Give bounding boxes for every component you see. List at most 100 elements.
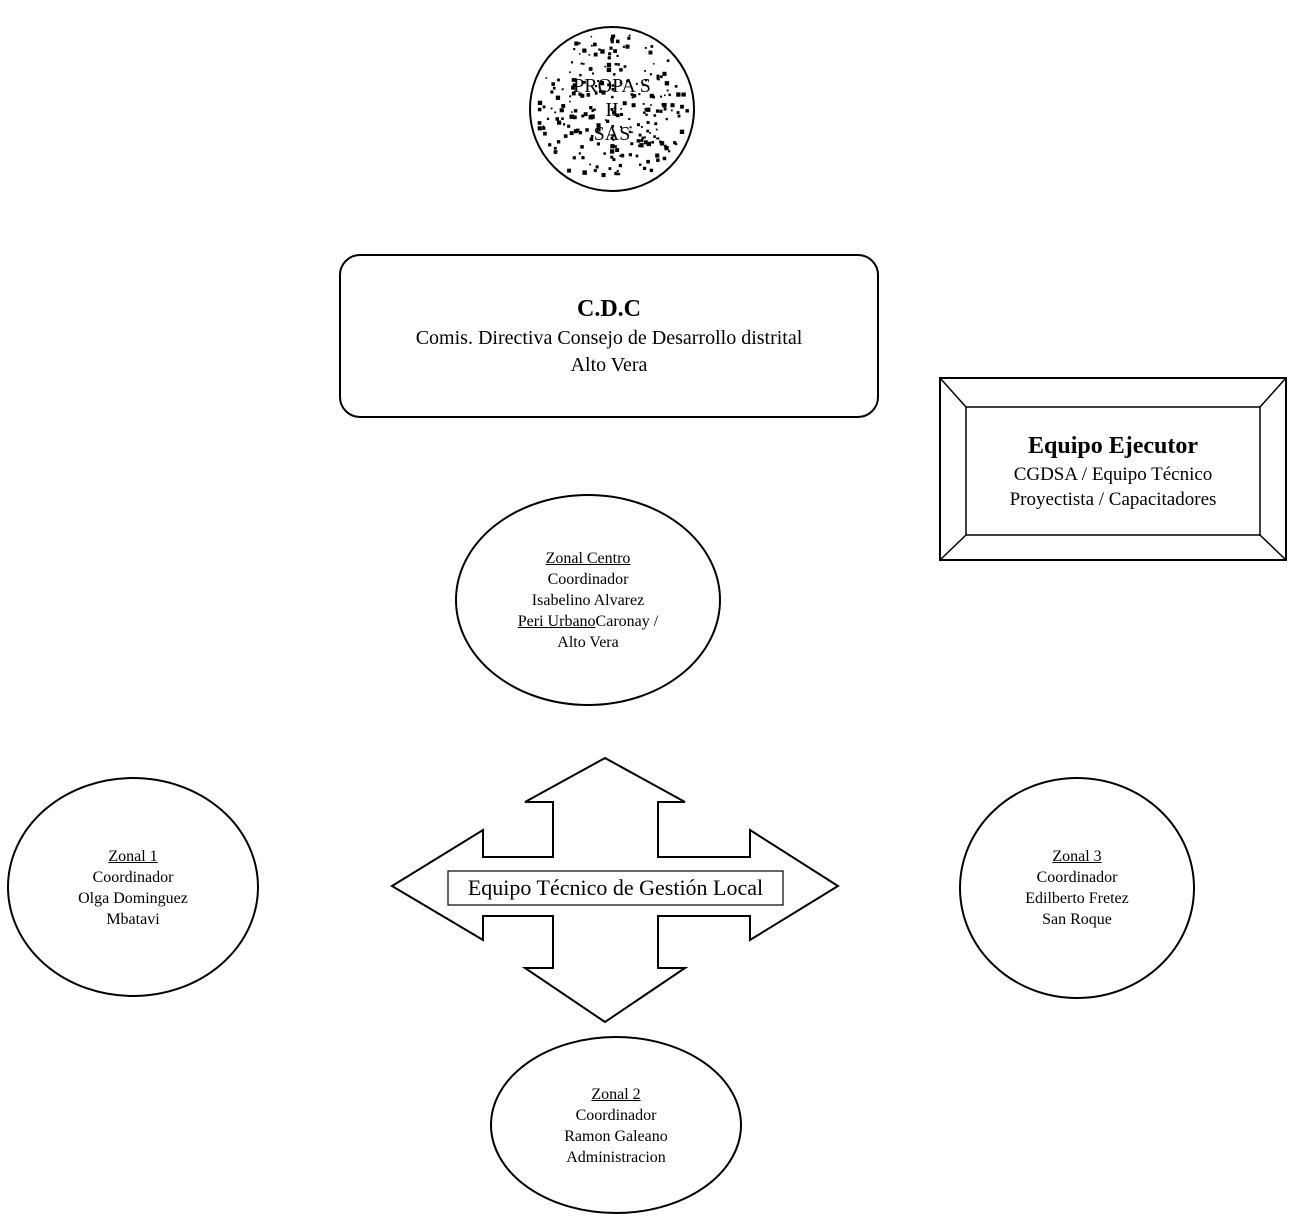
logo-speckle bbox=[618, 163, 622, 168]
logo-speckle bbox=[655, 109, 660, 113]
logo-speckle bbox=[663, 107, 667, 111]
logo-speckle bbox=[593, 42, 597, 47]
logo-speckle bbox=[556, 140, 561, 144]
zonal-1-area: Mbatavi bbox=[106, 911, 160, 928]
logo-speckle bbox=[632, 94, 637, 98]
logo-speckle bbox=[616, 54, 619, 57]
logo-speckle bbox=[642, 103, 645, 105]
logo-speckle bbox=[542, 105, 546, 109]
logo-speckle bbox=[622, 45, 625, 48]
zonal-2-name: Ramon Galeano bbox=[564, 1128, 668, 1145]
logo-speckle bbox=[596, 123, 601, 128]
logo-speckle bbox=[638, 133, 642, 137]
equipo-ejecutor-box: Equipo Ejecutor CGDSA / Equipo Técnico P… bbox=[966, 407, 1260, 535]
logo-speckle bbox=[639, 143, 644, 148]
logo-speckle bbox=[645, 113, 648, 116]
logo-speckle bbox=[679, 129, 685, 134]
logo-speckle bbox=[653, 135, 656, 138]
logo-speckle bbox=[653, 63, 655, 65]
logo-speckle bbox=[646, 107, 651, 112]
logo-speckle bbox=[583, 80, 586, 84]
logo-speckle bbox=[649, 93, 654, 98]
logo-speckle bbox=[676, 111, 680, 114]
logo-speckle bbox=[644, 79, 648, 82]
logo-speckle bbox=[640, 126, 643, 128]
logo-speckle bbox=[674, 85, 678, 88]
zonal-1-ellipse bbox=[7, 777, 259, 997]
logo-speckle bbox=[554, 111, 557, 114]
logo-speckle bbox=[606, 67, 612, 73]
logo-speckle bbox=[657, 137, 660, 140]
logo-speckle bbox=[612, 110, 616, 115]
equipo-ejecutor-line-2: Proyectista / Capacitadores bbox=[1009, 489, 1217, 510]
logo-speckle bbox=[643, 111, 646, 114]
logo-speckle bbox=[585, 128, 589, 132]
logo-speckle bbox=[578, 131, 582, 135]
zonal-centro-heading: Zonal Centro bbox=[545, 549, 631, 567]
logo-speckle bbox=[589, 106, 593, 110]
logo-speckle bbox=[579, 53, 581, 55]
logo-speckle bbox=[601, 90, 606, 95]
cdc-title: C.D.C bbox=[577, 296, 641, 322]
logo-speckle bbox=[581, 114, 585, 118]
logo-speckle bbox=[555, 95, 561, 100]
logo-speckle bbox=[662, 103, 667, 108]
logo-speckle bbox=[664, 146, 669, 151]
logo-speckle bbox=[600, 81, 605, 86]
logo-speckle bbox=[581, 156, 585, 160]
logo-speckle bbox=[639, 163, 642, 166]
logo-speckle bbox=[611, 95, 614, 99]
logo-text-block: PROPA S II SAS bbox=[548, 55, 676, 165]
logo-speckle bbox=[625, 44, 630, 49]
logo-speckle bbox=[612, 158, 616, 162]
logo-speckle bbox=[612, 139, 615, 141]
logo-speckle bbox=[595, 165, 599, 169]
zonal-3-heading: Zonal 3 bbox=[1052, 848, 1102, 865]
logo-speckle bbox=[545, 77, 548, 79]
logo-speckle bbox=[611, 134, 614, 137]
logo-speckle bbox=[567, 124, 571, 128]
logo-speckle bbox=[582, 63, 585, 65]
logo-speckle bbox=[659, 141, 665, 146]
zonal-1-heading: Zonal 1 bbox=[108, 848, 158, 865]
logo-speckle bbox=[643, 166, 647, 170]
logo-speckle bbox=[640, 139, 644, 143]
logo-speckle bbox=[594, 92, 598, 95]
zonal-centro-area: Peri UrbanoCaronay / bbox=[518, 611, 658, 632]
logo-speckle bbox=[611, 84, 615, 87]
arrow-label-frame bbox=[447, 870, 784, 906]
logo-speckle bbox=[563, 134, 568, 138]
logo-speckle bbox=[604, 65, 606, 68]
logo-speckle bbox=[572, 83, 577, 87]
logo-speckle bbox=[615, 39, 620, 44]
logo-speckle bbox=[578, 152, 581, 155]
logo-speckle bbox=[649, 132, 651, 134]
zonal-centro-area-line-2: Alto Vera bbox=[557, 633, 619, 651]
logo-speckle bbox=[628, 130, 632, 134]
logo-speckle bbox=[628, 117, 631, 120]
logo-speckle bbox=[615, 113, 620, 118]
logo-speckle bbox=[550, 90, 554, 94]
logo-speckle bbox=[537, 107, 542, 112]
logo-speckle bbox=[670, 103, 675, 108]
logo-speckle bbox=[569, 100, 571, 103]
logo-speckle bbox=[678, 114, 681, 117]
logo-speckle bbox=[654, 122, 658, 126]
logo-speckle bbox=[610, 144, 615, 149]
zonal-1-node: Zonal 1 Coordinador Olga Dominguez Mbata… bbox=[40, 840, 226, 936]
logo-speckle bbox=[641, 136, 645, 140]
zonal-centro-area-underlined: Peri Urbano bbox=[517, 612, 596, 630]
logo-speckle bbox=[644, 70, 646, 72]
logo-speckle bbox=[582, 48, 587, 53]
logo-speckle bbox=[646, 129, 650, 133]
zonal-2-heading: Zonal 2 bbox=[591, 1086, 641, 1103]
logo-speckle bbox=[636, 123, 640, 127]
logo-speckle bbox=[664, 94, 666, 97]
logo-speckle bbox=[628, 34, 631, 37]
logo-speckle bbox=[611, 124, 614, 128]
center-arrow-label: Equipo Técnico de Gestión Local bbox=[467, 875, 764, 900]
logo-speckle bbox=[591, 110, 594, 113]
logo-speckle bbox=[543, 131, 547, 136]
logo-speckle bbox=[537, 121, 542, 125]
